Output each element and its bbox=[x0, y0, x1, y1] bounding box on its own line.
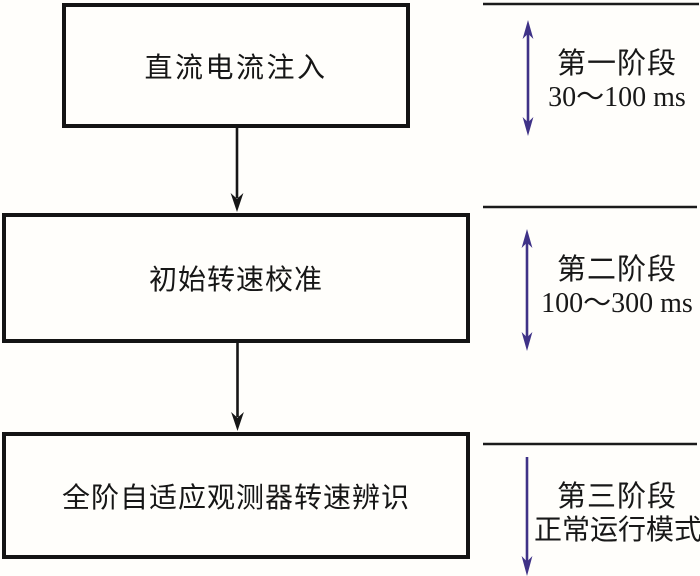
stage-title: 第一阶段 bbox=[556, 48, 677, 80]
stage-label-3: 第三阶段 正常运行模式 bbox=[534, 479, 700, 547]
flow-box-label: 全阶自适应观测器转速辨识 bbox=[61, 482, 410, 514]
stage-range-arrow-1 bbox=[522, 20, 534, 136]
flow-box-initial-speed-calibration: 初始转速校准 bbox=[2, 213, 470, 343]
stage-duration: 30～100 ms bbox=[548, 82, 686, 113]
flow-box-dc-current-injection: 直流电流注入 bbox=[62, 3, 410, 128]
flow-box-label: 直流电流注入 bbox=[144, 52, 328, 84]
stage-duration: 100～300 ms bbox=[541, 288, 693, 319]
stage-down-arrow-3 bbox=[521, 457, 533, 576]
flow-box-label: 初始转速校准 bbox=[148, 265, 323, 296]
flow-box-full-order-adaptive-observer: 全阶自适应观测器转速辨识 bbox=[2, 432, 470, 559]
stage-label-2: 第二阶段 100～300 ms bbox=[534, 252, 700, 320]
stage-title: 第二阶段 bbox=[556, 254, 677, 286]
stage-range-arrow-2 bbox=[521, 229, 533, 351]
stage-duration: 正常运行模式 bbox=[534, 515, 700, 546]
connector-arrow-2 bbox=[231, 342, 244, 431]
connector-arrow-1 bbox=[230, 127, 244, 212]
stage-title: 第三阶段 bbox=[556, 481, 677, 513]
stage-label-1: 第一阶段 30～100 ms bbox=[534, 46, 700, 114]
